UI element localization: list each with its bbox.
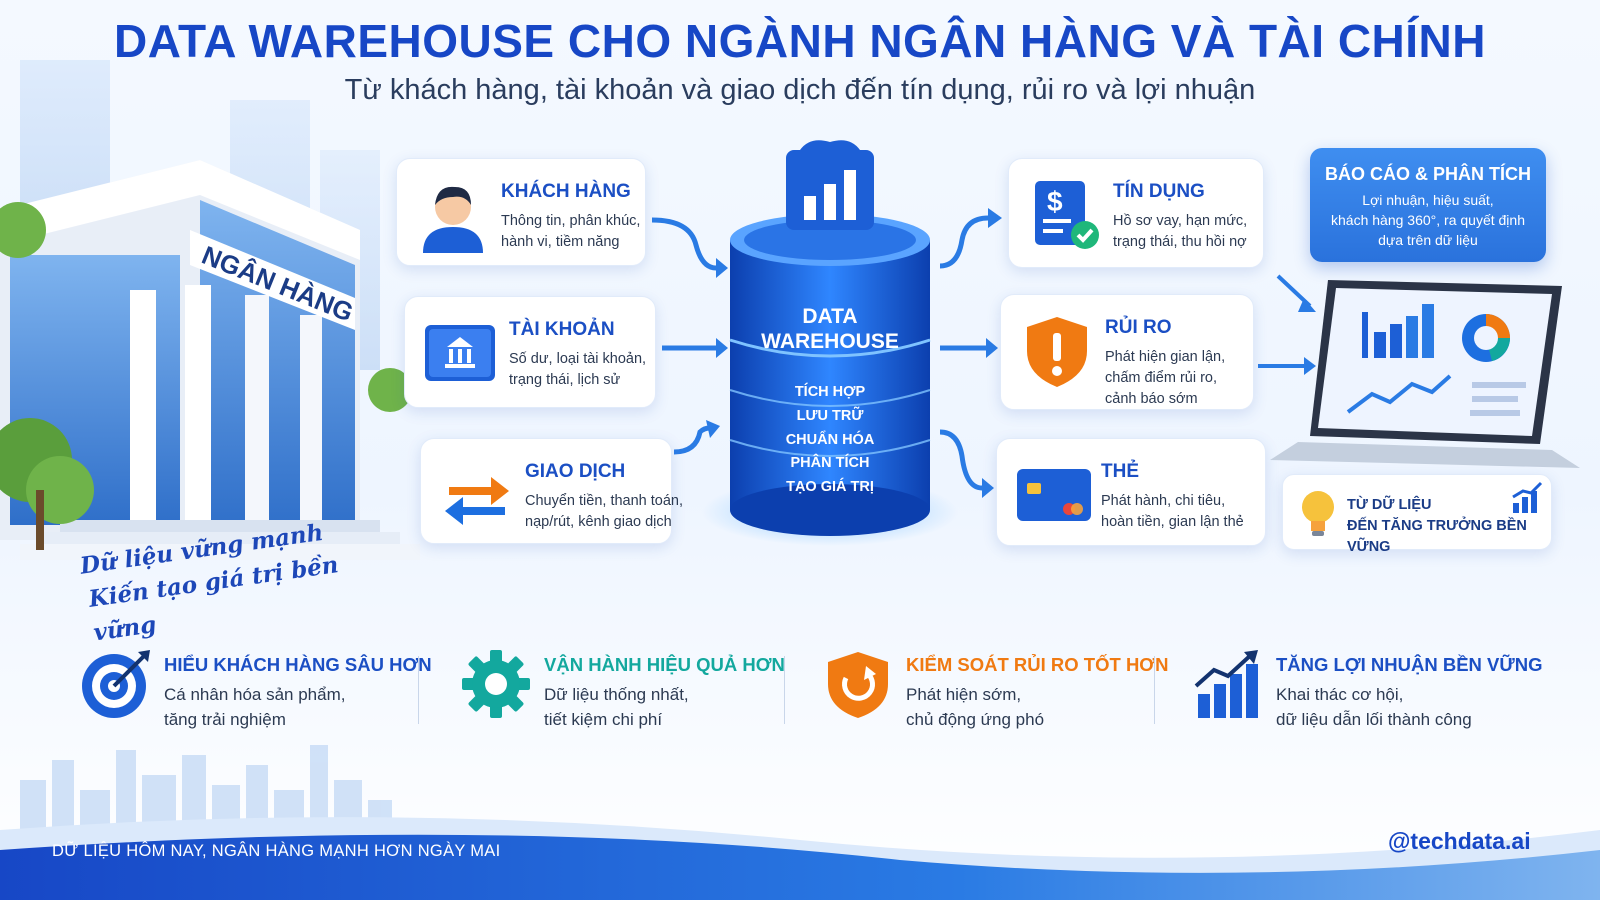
benefit-operations: VẬN HÀNH HIỆU QUẢ HƠN Dữ liệu thống nhất… [460, 648, 785, 738]
report-analysis-box: BÁO CÁO & PHÂN TÍCH Lợi nhuận, hiệu suất… [1310, 148, 1546, 262]
benefit-divider [784, 656, 785, 724]
source-card-account: TÀI KHOẢN Số dư, loại tài khoản,trạng th… [404, 296, 656, 408]
source-card-desc: Số dư, loại tài khoản,trạng thái, lịch s… [509, 351, 647, 388]
laptop-dashboard-illustration [1270, 280, 1580, 468]
benefit-title: HIỂU KHÁCH HÀNG SÂU HƠN [164, 654, 432, 675]
footer-tagline: DỮ LIỆU HÔM NAY, NGÂN HÀNG MẠNH HƠN NGÀY… [52, 842, 501, 860]
source-card-desc: Chuyển tiền, thanh toán,nạp/rút, kênh gi… [525, 493, 684, 530]
report-title: BÁO CÁO & PHÂN TÍCH [1325, 164, 1531, 184]
bank-card-icon [425, 325, 495, 381]
report-arrows [1258, 274, 1316, 375]
bank-building-illustration: NGÂN HÀNG [0, 60, 420, 560]
benefit-divider [418, 656, 419, 724]
benefit-divider [1154, 656, 1155, 724]
output-card-desc: Phát hành, chi tiêu,hoàn tiền, gian lận … [1101, 493, 1244, 530]
source-card-transaction: GIAO DỊCH Chuyển tiền, thanh toán,nạp/rú… [420, 438, 683, 544]
warehouse-step: LƯU TRỮ [796, 408, 864, 424]
city-skyline-footer [0, 745, 1600, 900]
warehouse-step: CHUẨN HÓA [785, 432, 875, 448]
benefit-profit-growth: TĂNG LỢI NHUẬN BỀN VỮNG Khai thác cơ hội… [1192, 648, 1543, 738]
warehouse-step: TÍCH HỢP [794, 384, 866, 400]
target-icon [82, 650, 150, 718]
source-card-customer: KHÁCH HÀNG Thông tin, phân khúc,hành vi,… [396, 158, 646, 266]
output-card-title: TÍN DỤNG [1113, 181, 1205, 202]
source-card-title: TÀI KHOẢN [509, 319, 615, 340]
credit-card-icon [1017, 469, 1091, 521]
output-card-card: THẺ Phát hành, chi tiêu,hoàn tiền, gian … [996, 438, 1266, 546]
source-card-title: KHÁCH HÀNG [501, 181, 631, 202]
source-card-desc: Thông tin, phân khúc,hành vi, tiềm năng [501, 213, 641, 250]
footer-handle: @techdata.ai [1388, 828, 1531, 854]
benefit-title: VẬN HÀNH HIỆU QUẢ HƠN [544, 654, 785, 675]
output-card-credit: $ TÍN DỤNG Hồ sơ vay, hạn mức,trạng thái… [1008, 158, 1264, 268]
report-desc: Lợi nhuận, hiệu suất,khách hàng 360°, ra… [1331, 192, 1525, 248]
lightbulb-icon [1302, 491, 1334, 536]
benefit-desc: Cá nhân hóa sản phẩm,tăng trải nghiệm [164, 685, 346, 729]
page-title: DATA WAREHOUSE CHO NGÀNH NGÂN HÀNG VÀ TÀ… [114, 15, 1486, 67]
data-warehouse-cylinder [702, 140, 958, 546]
source-card-title: GIAO DỊCH [525, 461, 626, 482]
exchange-arrows-icon [445, 477, 509, 525]
output-card-desc: Hồ sơ vay, hạn mức,trạng thái, thu hồi n… [1113, 213, 1248, 250]
benefit-customer-insight: HIỂU KHÁCH HÀNG SÂU HƠN Cá nhân hóa sản … [80, 648, 432, 738]
warehouse-step: TẠO GIÁ TRỊ [786, 479, 874, 495]
benefit-title: KIỂM SOÁT RỦI RO TỐT HƠN [906, 654, 1169, 675]
output-card-title: RỦI RO [1105, 317, 1172, 338]
output-card-title: THẺ [1101, 461, 1139, 482]
svg-text:$: $ [1047, 186, 1063, 217]
input-arrows [651, 217, 728, 455]
benefit-desc: Phát hiện sớm,chủ động ứng phó [906, 685, 1045, 729]
benefit-risk-control: KIỂM SOÁT RỦI RO TỐT HƠN Phát hiện sớm,c… [822, 648, 1168, 738]
output-card-risk: RỦI RO Phát hiện gian lận,chấm điểm rủi … [1000, 294, 1254, 410]
shield-alert-icon [1027, 317, 1087, 387]
customer-avatar-icon [423, 186, 483, 253]
output-arrows [939, 208, 1002, 498]
benefit-title: TĂNG LỢI NHUẬN BỀN VỮNG [1276, 654, 1543, 675]
warehouse-step: PHÂN TÍCH [790, 455, 870, 471]
benefit-desc: Dữ liệu thống nhất,tiết kiệm chi phí [544, 685, 689, 729]
shield-icon [828, 652, 888, 718]
benefit-desc: Khai thác cơ hội,dữ liệu dẫn lối thành c… [1276, 685, 1472, 729]
output-card-desc: Phát hiện gian lận,chấm điểm rủi ro,cảnh… [1105, 349, 1226, 407]
growth-bars-icon [1512, 481, 1543, 513]
gear-icon [462, 650, 530, 718]
warehouse-title: DATA WAREHOUSE [761, 305, 899, 353]
page-subtitle: Từ khách hàng, tài khoản và giao dịch đế… [344, 74, 1256, 106]
growth-chart-icon [1194, 650, 1258, 718]
loan-document-icon: $ [1035, 181, 1099, 249]
